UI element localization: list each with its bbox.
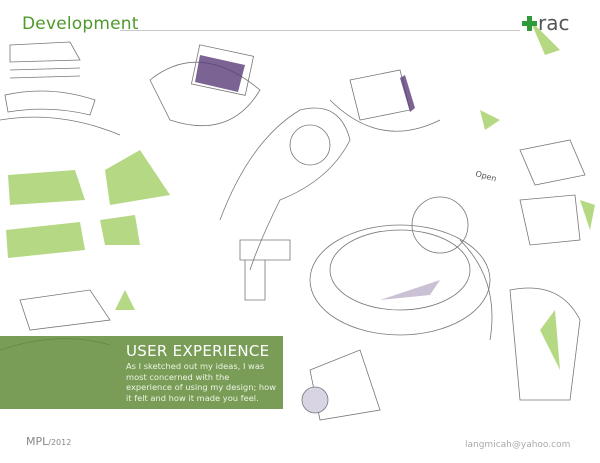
callout-body: As I sketched out my ideas, I was most c… <box>126 361 277 403</box>
header-divider <box>120 30 520 31</box>
plus-cross-icon <box>522 15 537 31</box>
footer-signature: MPL/2012 <box>26 435 71 448</box>
footer-initials: MPL <box>26 435 49 448</box>
logo-text: rac <box>538 11 570 35</box>
user-experience-callout: USER EXPERIENCE As I sketched out my ide… <box>0 336 283 409</box>
page-title: Development <box>22 14 139 34</box>
callout-title: USER EXPERIENCE <box>126 342 270 360</box>
footer-year: /2012 <box>48 438 72 447</box>
brand-logo: rac <box>522 11 570 35</box>
open-label: Open <box>474 169 497 183</box>
footer-email: langmicah@yahoo.com <box>465 440 571 450</box>
